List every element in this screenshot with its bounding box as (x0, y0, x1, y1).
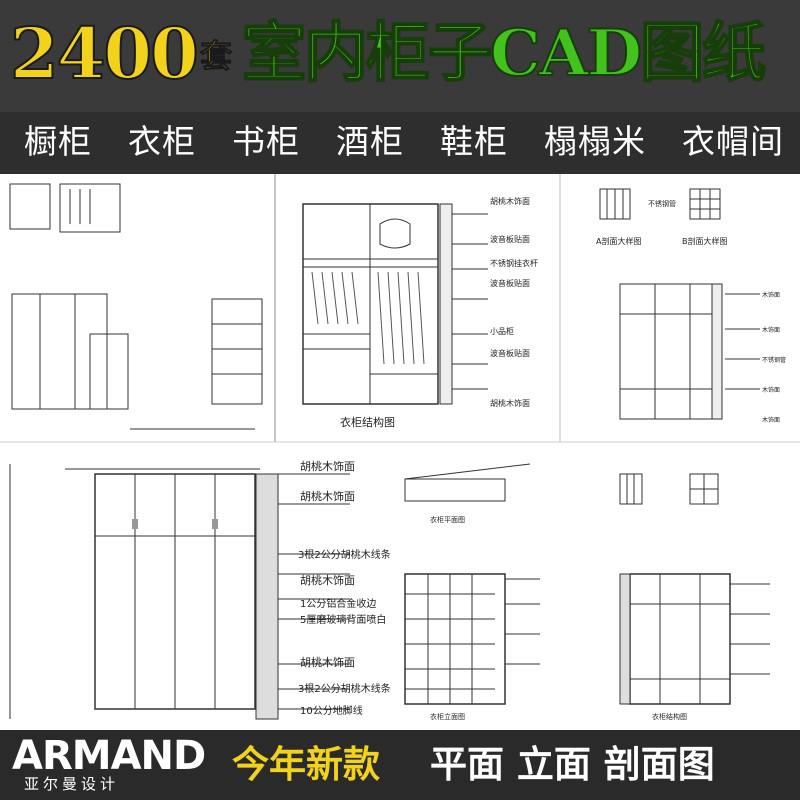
section-top-label: 不锈钢管 (648, 199, 676, 208)
door-label-8: 3根2公分胡桃木线条 (298, 682, 391, 695)
door-label-7: 胡桃木饰面 (300, 655, 355, 669)
wardrobe-label-2: 波音板贴面 (490, 234, 530, 244)
category-tatami: 榻榻米 (544, 122, 646, 161)
door-label-1: 胡桃木饰面 (300, 459, 355, 473)
wardrobe-label-5: 小品柜 (490, 326, 514, 336)
wardrobe-label-1: 胡桃木饰面 (490, 196, 530, 206)
door-label-3: 3根2公分胡桃木线条 (298, 548, 391, 561)
door-label-5: 1公分铝合金收边 (300, 597, 376, 610)
category-shoe-cabinet: 鞋柜 (440, 122, 508, 161)
door-label-2: 胡桃木饰面 (300, 489, 355, 503)
wardrobe-label-7: 胡桃木饰面 (490, 398, 530, 408)
cad-drawings-collage: 衣柜结构图 胡桃木饰面 波音板贴面 不锈钢挂衣杆 波音板贴面 小品柜 波音板贴面… (0, 174, 800, 730)
header: 2400 套 室内柜子CAD图纸 (0, 0, 800, 112)
category-wine-cabinet: 酒柜 (336, 122, 404, 161)
small-label-1: 木饰面 (762, 291, 780, 299)
small-label-5: 木饰面 (762, 416, 780, 424)
category-bookcase: 书柜 (232, 122, 300, 161)
category-list: 橱柜 衣柜 书柜 酒柜 鞋柜 榻榻米 衣帽间 (24, 122, 784, 162)
right-elevation-caption: 衣柜结构图 (652, 712, 687, 721)
wardrobe-structure-caption: 衣柜结构图 (340, 415, 395, 429)
brand-logo: ARMAND (12, 733, 206, 779)
section-b-caption: B剖面大样图 (682, 236, 728, 246)
category-kitchen-cabinet: 橱柜 (24, 122, 92, 161)
wardrobe-label-3: 不锈钢挂衣杆 (490, 258, 538, 268)
door-label-6: 5厘磨玻璃背面喷白 (300, 613, 386, 626)
section-a-caption: A剖面大样图 (596, 236, 641, 246)
small-label-3: 不锈钢管 (762, 356, 786, 364)
wardrobe-label-6: 波音板贴面 (490, 348, 530, 358)
door-label-9: 10公分地脚线 (300, 704, 363, 717)
shoe-plan-caption: 衣柜平面图 (430, 515, 465, 524)
footer: ARMAND 亚尔曼设计 今年新款 平面 立面 剖面图 (0, 730, 800, 800)
shoe-elevation-caption: 衣柜立面图 (430, 712, 465, 721)
product-title: 室内柜子CAD图纸 (241, 15, 767, 92)
category-bar: 橱柜 衣柜 书柜 酒柜 鞋柜 榻榻米 衣帽间 (0, 112, 800, 174)
views-label: 平面 立面 剖面图 (430, 743, 715, 786)
product-count: 2400 (9, 11, 200, 96)
count-unit: 套 (199, 37, 233, 76)
category-wardrobe: 衣柜 (128, 122, 196, 161)
cad-drawings-svg: 衣柜结构图 胡桃木饰面 波音板贴面 不锈钢挂衣杆 波音板贴面 小品柜 波音板贴面… (0, 174, 800, 721)
category-cloakroom: 衣帽间 (682, 122, 784, 161)
wardrobe-label-4: 波音板贴面 (490, 278, 530, 288)
new-model-label: 今年新款 (232, 743, 380, 786)
small-label-2: 木饰面 (762, 326, 780, 334)
small-label-4: 木饰面 (762, 386, 780, 394)
door-label-4: 胡桃木饰面 (300, 573, 355, 587)
brand-subtitle: 亚尔曼设计 (24, 775, 120, 793)
